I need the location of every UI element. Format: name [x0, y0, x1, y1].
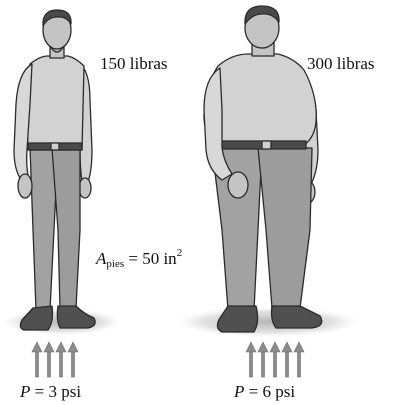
thin-person: [14, 10, 95, 330]
area-exponent: 2: [177, 247, 183, 259]
area-symbol: A: [96, 249, 106, 268]
pressure-arrows-left: [32, 342, 78, 377]
floor-shadow-right: [176, 307, 360, 337]
thin-person-right-hand: [79, 178, 91, 198]
right-pressure-label: P = 6 psi: [234, 383, 295, 400]
left-pressure-label: P = 3 psi: [20, 383, 81, 400]
right-pressure-value: = 6 psi: [249, 382, 295, 401]
pressure-arrow: [68, 342, 78, 377]
left-pressure-symbol: P: [20, 382, 30, 401]
pressure-arrow: [294, 342, 304, 377]
area-subscript: pies: [106, 258, 124, 270]
pressure-arrow: [56, 342, 66, 377]
pressure-arrow: [282, 342, 292, 377]
area-value: = 50 in: [128, 249, 176, 268]
thin-person-shirt: [26, 56, 84, 150]
heavy-person-right-leg: [258, 148, 312, 308]
heavy-person-buckle: [262, 141, 271, 149]
left-pressure-value: = 3 psi: [35, 382, 81, 401]
pressure-arrow: [258, 342, 268, 377]
thin-person-left-shoe: [20, 306, 52, 330]
pressure-arrows-right: [246, 342, 304, 377]
pressure-arrow: [246, 342, 256, 377]
left-weight-label: 150 libras: [100, 55, 168, 72]
right-weight-label: 300 libras: [307, 55, 375, 72]
foot-area-label: Apies = 50 in2: [96, 250, 182, 267]
thin-person-right-shoe: [57, 306, 95, 328]
pressure-arrow: [270, 342, 280, 377]
thin-person-right-leg: [52, 148, 80, 308]
heavy-person: [204, 6, 322, 332]
thin-person-buckle: [51, 143, 59, 150]
heavy-person-left-hand: [228, 172, 248, 198]
thin-person-left-arm: [14, 64, 32, 178]
right-pressure-symbol: P: [234, 382, 244, 401]
pressure-arrow: [32, 342, 42, 377]
thin-person-left-hand: [18, 174, 32, 198]
pressure-arrow: [44, 342, 54, 377]
